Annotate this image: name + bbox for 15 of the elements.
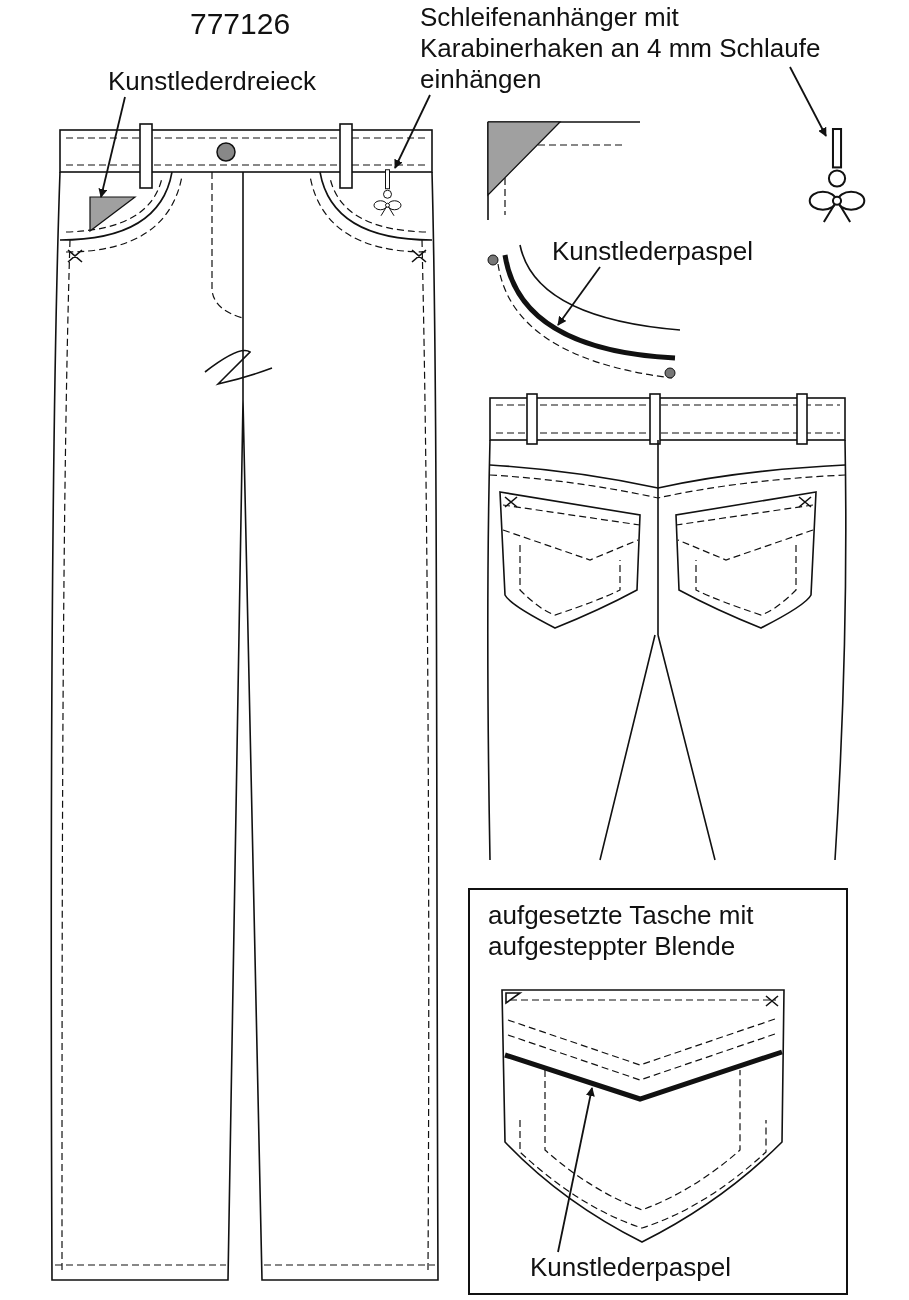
callout-label: Kunstlederpaspel: [552, 236, 802, 267]
bow-charm-icon: [372, 168, 402, 218]
callout-label: Schleifenanhänger mit Karabinerhaken an 4 mm Schlaufe einhängen: [420, 2, 840, 95]
leader-line: [98, 96, 126, 198]
piping-line: [502, 1050, 784, 1102]
callout-label: Kunstlederdreieck: [108, 66, 368, 97]
faux-leather-triangle: [90, 197, 135, 231]
inset-heading: aufgesetzte Tasche mit aufgesteppter Blende: [488, 900, 755, 962]
leader-line: [394, 94, 431, 169]
leader-line: [789, 66, 827, 137]
leader-line: [557, 266, 601, 326]
inset-frame: [468, 888, 848, 1295]
title: 777126: [190, 6, 291, 42]
leader-line: [557, 1087, 595, 1253]
callout-label: Kunstlederpaspel: [530, 1252, 780, 1283]
